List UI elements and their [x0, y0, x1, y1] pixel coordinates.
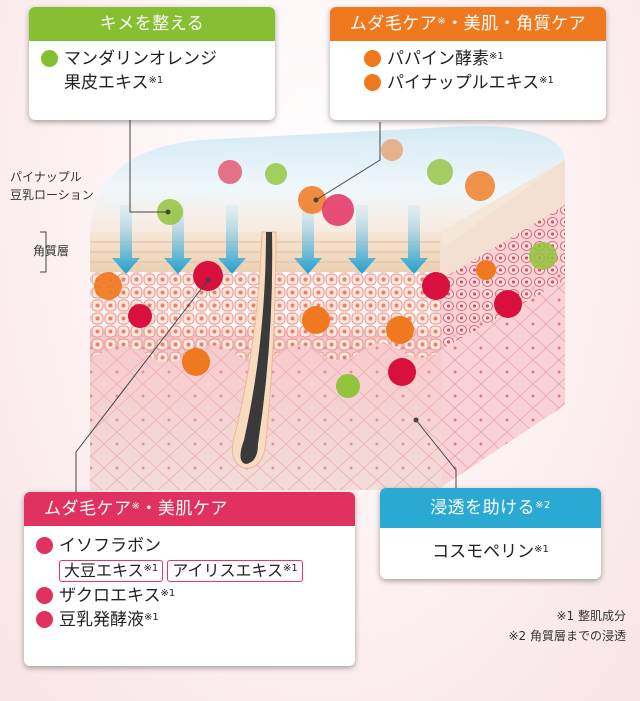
particle-orange	[476, 260, 496, 280]
title-part-a: ムダ毛ケア	[44, 499, 132, 519]
particle-red	[422, 272, 450, 300]
arrow-1	[112, 205, 140, 274]
particle-orange	[302, 306, 330, 334]
callout-texture: キメを整える マンダリンオレンジ 果皮エキス※1	[29, 7, 275, 120]
footnote-mark: ※1	[283, 563, 298, 574]
particle-green	[336, 374, 360, 398]
callout-hair-care-top-title: ムダ毛ケア※・美肌・角質ケア	[330, 7, 606, 41]
hair-shaft	[240, 232, 273, 464]
ingredient-mandarin-b: 果皮エキス	[64, 73, 149, 93]
pink-dot-icon	[36, 537, 53, 554]
footnote-mark: ※1	[539, 75, 554, 86]
ingredient-cosmoperin: コスモペリン	[432, 542, 535, 562]
leader-hair-top	[315, 122, 381, 201]
stratum-label: 角質層	[33, 244, 70, 258]
particle-orange	[465, 171, 495, 201]
title-part-a: ムダ毛ケア	[349, 14, 438, 34]
tag-soybean-label: 大豆エキス	[64, 561, 144, 580]
orange-dot-icon	[364, 74, 381, 91]
orange-dot-icon	[364, 50, 381, 67]
leader-texture	[129, 120, 168, 213]
callout-texture-title: キメを整える	[29, 7, 275, 41]
particle-green	[529, 242, 557, 270]
ingredient-pineapple: パイナップルエキス	[387, 73, 540, 93]
footnote-mark: ※1	[489, 51, 504, 62]
particle-orange	[381, 139, 403, 161]
footnotes: ※1 整肌成分 ※2 角質層までの浸透	[508, 606, 626, 646]
particle-red	[218, 160, 242, 184]
particle-orange	[94, 272, 122, 300]
stratum-bracket	[40, 231, 47, 273]
lotion-label-line1: パイナップル	[10, 170, 82, 184]
particle-orange	[298, 186, 326, 214]
arrow-4	[294, 205, 322, 274]
footnote-mark: ※1	[160, 588, 176, 599]
particle-red	[193, 261, 223, 291]
arrow-5	[348, 205, 376, 274]
ingredient-mandarin: マンダリンオレンジ	[64, 49, 217, 69]
particle-red	[128, 304, 152, 328]
ingredient-pomegranate: ザクロエキス	[59, 586, 161, 606]
arrow-3	[218, 205, 246, 274]
title-part-b: ・美肌・角質ケア	[446, 14, 587, 34]
penetration-arrows	[112, 205, 428, 274]
particle-orange	[182, 348, 210, 376]
lotion-label: パイナップル 豆乳ローション	[10, 168, 94, 204]
particle-red	[322, 194, 354, 226]
title-part-b: ・美肌ケア	[140, 499, 228, 519]
lotion-label-line2: 豆乳ローション	[10, 188, 94, 202]
particle-red	[494, 290, 522, 318]
particle-orange	[386, 316, 414, 344]
footnote-2: ※2 角質層までの浸透	[508, 629, 626, 643]
arrow-2	[164, 205, 192, 274]
lotion-side	[440, 160, 565, 280]
title-mark: ※	[131, 501, 141, 512]
callout-hair-care-bottom-title: ムダ毛ケア※・美肌ケア	[24, 492, 355, 526]
arrow-6	[400, 205, 428, 274]
title-mark: ※	[437, 16, 447, 27]
callout-penetration-title: 浸透を助ける※2	[380, 488, 601, 528]
leader-hair-bottom	[75, 279, 209, 492]
leader-penetrate	[415, 419, 457, 488]
tag-iris-label: アイリスエキス	[172, 561, 284, 580]
callout-hair-care-top: ムダ毛ケア※・美肌・角質ケア パパイン酵素※1 パイナップルエキス※1	[330, 7, 606, 120]
ingredient-papain: パパイン酵素	[387, 49, 489, 69]
ingredient-isoflavone: イソフラボン	[59, 536, 161, 556]
tag-iris: アイリスエキス※1	[167, 560, 303, 582]
footnote-mark: ※1	[148, 75, 164, 86]
footnote-mark: ※1	[534, 544, 549, 555]
footnote-1: ※1 整肌成分	[556, 609, 626, 623]
ingredient-soy-ferment: 豆乳発酵液	[59, 610, 144, 630]
footnote-mark: ※1	[144, 612, 159, 623]
green-dot-icon	[41, 50, 58, 67]
lotion-dome	[90, 126, 565, 232]
skin-side-cells	[440, 205, 565, 350]
tag-soybean: 大豆エキス※1	[59, 560, 164, 582]
leader-lines	[40, 120, 457, 492]
particle-green	[427, 159, 453, 185]
title-text: 浸透を助ける	[430, 498, 536, 518]
particle-green	[265, 163, 287, 185]
pink-dot-icon	[36, 587, 53, 604]
particle-red	[388, 358, 416, 386]
callout-penetration: 浸透を助ける※2 コスモペリン※1	[380, 488, 601, 579]
footnote-mark: ※1	[143, 563, 159, 574]
pink-dot-icon	[36, 611, 53, 628]
title-mark: ※2	[535, 500, 551, 511]
